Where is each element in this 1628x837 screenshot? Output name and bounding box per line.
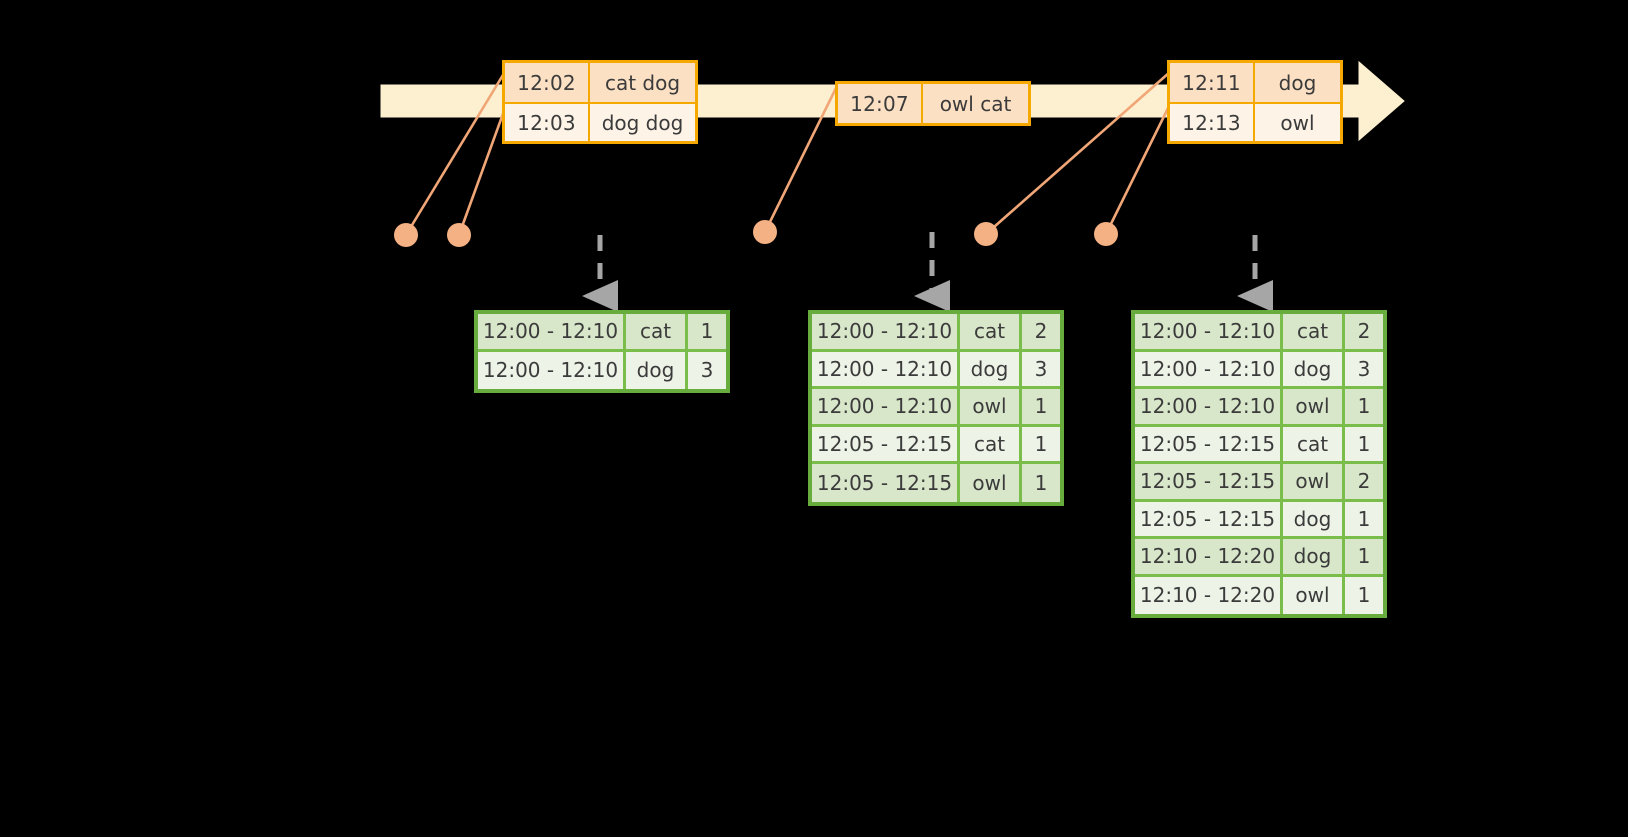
dashed-arrows — [582, 232, 1273, 312]
table-row[interactable]: 12:00 - 12:10 owl 1 — [812, 389, 1060, 427]
cell-window: 12:00 - 12:10 — [478, 351, 626, 389]
cell-window: 12:00 - 12:10 — [1135, 351, 1283, 389]
event-time: 12:11 — [1170, 63, 1255, 102]
cell-window: 12:00 - 12:10 — [812, 389, 960, 427]
word-count-table-2[interactable]: 12:00 - 12:10 cat 2 12:00 - 12:10 dog 3 … — [808, 310, 1064, 506]
table-row[interactable]: 12:00 - 12:10 cat 1 — [478, 314, 726, 352]
cell-word: dog — [1283, 351, 1345, 389]
cell-count: 1 — [1022, 427, 1060, 464]
cell-window: 12:05 - 12:15 — [812, 464, 960, 502]
cell-count: 1 — [688, 314, 726, 352]
cell-count: 1 — [1345, 427, 1383, 464]
cell-word: owl — [1283, 389, 1345, 427]
word-count-table-1[interactable]: 12:00 - 12:10 cat 1 12:00 - 12:10 dog 3 — [474, 310, 730, 393]
cell-count: 1 — [1034, 470, 1048, 495]
table-row[interactable]: 12:05 - 12:15 dog 1 — [1135, 501, 1383, 539]
event-row[interactable]: 12:03 dog dog — [505, 102, 695, 141]
cell-word: cat — [1283, 426, 1345, 464]
cell-window: 12:00 - 12:10 — [478, 314, 626, 352]
event-time: 12:03 — [505, 104, 590, 141]
cell-word: owl — [960, 389, 1022, 427]
event-row[interactable]: 12:11 dog — [1170, 63, 1340, 102]
table-row[interactable]: 12:10 - 12:20 dog 1 — [1135, 539, 1383, 577]
cell-word: cat — [960, 314, 1022, 352]
cell-count: 3 — [1345, 352, 1383, 389]
table-row[interactable]: 12:05 - 12:15 owl 2 — [1135, 464, 1383, 502]
marker-dot — [394, 223, 418, 247]
cell-count: 2 — [1022, 314, 1060, 352]
cell-window: 12:05 - 12:15 — [812, 426, 960, 464]
cell-word: dog — [1283, 539, 1345, 577]
event-words: owl cat — [939, 91, 1012, 116]
event-row[interactable]: 12:02 cat dog — [505, 63, 695, 102]
event-group-1[interactable]: 12:02 cat dog 12:03 dog dog — [502, 60, 698, 144]
cell-window: 12:10 - 12:20 — [1135, 576, 1283, 614]
cell-window: 12:05 - 12:15 — [1135, 464, 1283, 502]
event-words: owl — [1280, 110, 1315, 135]
cell-window: 12:05 - 12:15 — [1135, 426, 1283, 464]
cell-window: 12:00 - 12:10 — [812, 314, 960, 352]
cell-count: 1 — [1022, 389, 1060, 427]
event-group-3[interactable]: 12:11 dog 12:13 owl — [1167, 60, 1343, 144]
event-time: 12:13 — [1170, 104, 1255, 141]
cell-count: 3 — [1022, 352, 1060, 389]
cell-word: cat — [1283, 314, 1345, 352]
table-row[interactable]: 12:05 - 12:15 owl 1 — [812, 464, 1060, 502]
cell-count: 1 — [1345, 539, 1383, 577]
cell-count: 1 — [1345, 502, 1383, 539]
table-row[interactable]: 12:00 - 12:10 dog 3 — [478, 351, 726, 389]
cell-count: 2 — [1345, 464, 1383, 502]
event-row[interactable]: 12:07 owl cat — [838, 84, 1028, 123]
event-words: dog — [1278, 70, 1317, 95]
table-row[interactable]: 12:00 - 12:10 dog 3 — [1135, 351, 1383, 389]
cell-word: cat — [960, 426, 1022, 464]
event-words: cat dog — [604, 70, 681, 95]
table-row[interactable]: 12:00 - 12:10 cat 2 — [1135, 314, 1383, 352]
cell-window: 12:00 - 12:10 — [1135, 389, 1283, 427]
cell-count: 2 — [1345, 314, 1383, 352]
marker-dot — [447, 223, 471, 247]
cell-word: cat — [626, 314, 688, 352]
marker-dot — [753, 220, 777, 244]
marker-dots — [394, 220, 1118, 247]
cell-window: 12:10 - 12:20 — [1135, 539, 1283, 577]
cell-window: 12:00 - 12:10 — [1135, 314, 1283, 352]
cell-word: dog — [1283, 501, 1345, 539]
event-time: 12:02 — [505, 63, 590, 102]
table-row[interactable]: 12:00 - 12:10 dog 3 — [812, 351, 1060, 389]
event-words: dog dog — [601, 110, 684, 135]
event-row[interactable]: 12:13 owl — [1170, 102, 1340, 141]
cell-word: owl — [1283, 464, 1345, 502]
event-time: 12:07 — [838, 84, 923, 123]
cell-window: 12:00 - 12:10 — [812, 351, 960, 389]
cell-window: 12:05 - 12:15 — [1135, 501, 1283, 539]
cell-word: owl — [960, 464, 1022, 502]
table-row[interactable]: 12:05 - 12:15 cat 1 — [812, 426, 1060, 464]
table-row[interactable]: 12:00 - 12:10 owl 1 — [1135, 389, 1383, 427]
table-row[interactable]: 12:10 - 12:20 owl 1 — [1135, 576, 1383, 614]
cell-word: dog — [960, 351, 1022, 389]
cell-word: dog — [626, 351, 688, 389]
marker-dot — [1094, 222, 1118, 246]
cell-count: 1 — [1357, 583, 1371, 608]
cell-count: 3 — [700, 358, 714, 383]
cell-count: 1 — [1345, 389, 1383, 427]
cell-word: owl — [1283, 576, 1345, 614]
table-row[interactable]: 12:00 - 12:10 cat 2 — [812, 314, 1060, 352]
event-group-2[interactable]: 12:07 owl cat — [835, 81, 1031, 126]
marker-dot — [974, 222, 998, 246]
table-row[interactable]: 12:05 - 12:15 cat 1 — [1135, 426, 1383, 464]
word-count-table-3[interactable]: 12:00 - 12:10 cat 2 12:00 - 12:10 dog 3 … — [1131, 310, 1387, 618]
